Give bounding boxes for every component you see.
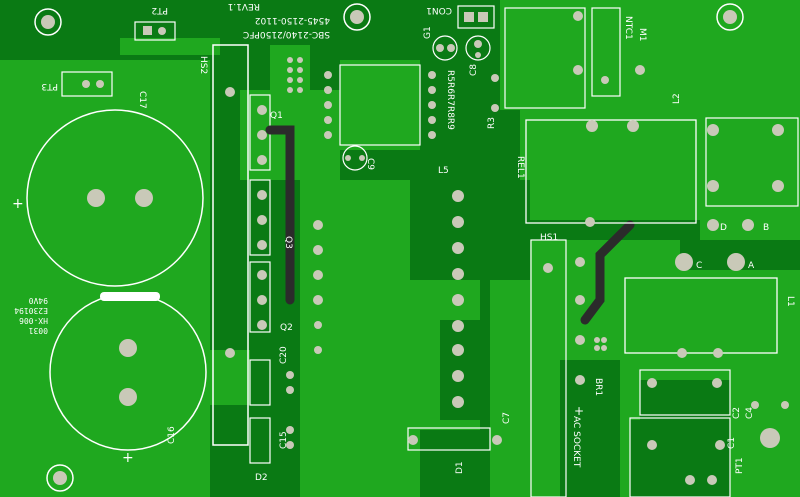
label-c2: C2	[732, 407, 742, 419]
label-pt1: PT1	[735, 457, 745, 474]
exposed-traces	[265, 125, 635, 325]
mounting-hole-top-right	[716, 3, 744, 31]
ntc-outline	[591, 7, 621, 97]
g1-footprint	[432, 35, 458, 61]
label-hs2: HS2	[198, 56, 208, 74]
label-d1: D1	[455, 461, 465, 474]
connector-pt3	[61, 71, 113, 97]
label-ul-date: 0031	[29, 326, 48, 335]
silk-bar	[100, 292, 160, 301]
label-l5: L5	[438, 166, 449, 176]
label-l2: L2	[672, 93, 682, 104]
pad-column-mid	[313, 220, 323, 354]
hs1-outline	[530, 239, 567, 497]
mounting-hole-top-left	[34, 8, 62, 36]
label-c7: C7	[502, 412, 512, 424]
label-pt3: PT3	[41, 81, 58, 91]
c1-outline	[639, 369, 731, 416]
label-part-no: 4545-2150-1102	[255, 15, 330, 25]
bottom-right-pads	[647, 378, 789, 485]
top-right-block	[504, 7, 586, 109]
l1-pads	[675, 253, 745, 358]
label-pt2: PT2	[151, 5, 168, 15]
relay-rel1-outline	[525, 119, 697, 224]
br1-pads	[575, 257, 607, 385]
label-c20: C20	[279, 346, 289, 364]
label-plus-c17: +	[12, 196, 24, 212]
label-q2: Q2	[280, 323, 293, 333]
mounting-hole-bottom-left	[46, 464, 74, 492]
connector-pt2	[134, 21, 176, 41]
label-ntc1: NTC1	[623, 16, 633, 40]
label-c15: C15	[279, 431, 289, 449]
label-c1: C1	[727, 437, 737, 449]
label-g1: G1	[423, 26, 433, 39]
label-con1: CON1	[426, 5, 452, 15]
label-d2: D2	[255, 473, 268, 483]
label-pin-b: B	[763, 223, 769, 233]
resistor-array	[287, 57, 436, 146]
transistor-pads	[257, 105, 294, 449]
label-r-group: R5R6R7R8R9	[445, 70, 455, 130]
label-ac-socket: AC SOCKET	[571, 416, 581, 468]
d1-outline	[407, 427, 491, 451]
label-c4: C4	[745, 407, 755, 419]
silkscreen-text: SBC-2140/2150PFC 4545-2150-1102 REV1.1 9…	[12, 1, 795, 483]
top-right-pads	[491, 11, 645, 112]
inductor-l5-pads	[452, 190, 464, 408]
label-ul-code: E230194	[14, 306, 48, 315]
label-c16: C16	[167, 426, 177, 444]
label-pin-c: C	[696, 261, 702, 271]
mounting-hole-top-center	[343, 3, 371, 31]
label-c17: C17	[137, 91, 147, 109]
label-board-title: SBC-2140/2150PFC	[243, 29, 330, 39]
label-rel1: REL1	[515, 156, 525, 179]
label-revision: REV1.1	[228, 1, 260, 11]
label-q1: Q1	[270, 111, 283, 121]
label-pin-d: D	[720, 223, 727, 233]
label-ul-mark: 94V0	[29, 296, 48, 305]
label-c8: C8	[469, 64, 479, 76]
connector-con1	[457, 5, 495, 29]
label-plus-br1: +	[574, 404, 584, 418]
label-m1: M1	[637, 28, 647, 42]
label-plus-c16: +	[122, 450, 134, 466]
c9-footprint	[342, 145, 368, 171]
label-br1: BR1	[593, 378, 603, 396]
ac-socket-outline	[629, 417, 731, 497]
label-q3: Q3	[283, 236, 293, 249]
capacitor-c17	[26, 109, 204, 287]
label-r3: R3	[487, 117, 497, 129]
label-l1: L1	[785, 296, 795, 307]
l1-outline	[624, 277, 778, 354]
label-hs1: HS1	[540, 233, 558, 243]
mounting-holes	[34, 3, 780, 492]
mounting-hole-bottom-right	[760, 428, 780, 448]
relay-pads	[585, 120, 784, 231]
label-ul-model: HX-006	[19, 316, 48, 325]
label-c9: C9	[365, 158, 375, 170]
c8-footprint	[465, 35, 491, 61]
heatsink-hs2-outline	[212, 44, 249, 446]
label-pin-a: A	[748, 261, 755, 271]
l2-outline	[705, 117, 799, 207]
